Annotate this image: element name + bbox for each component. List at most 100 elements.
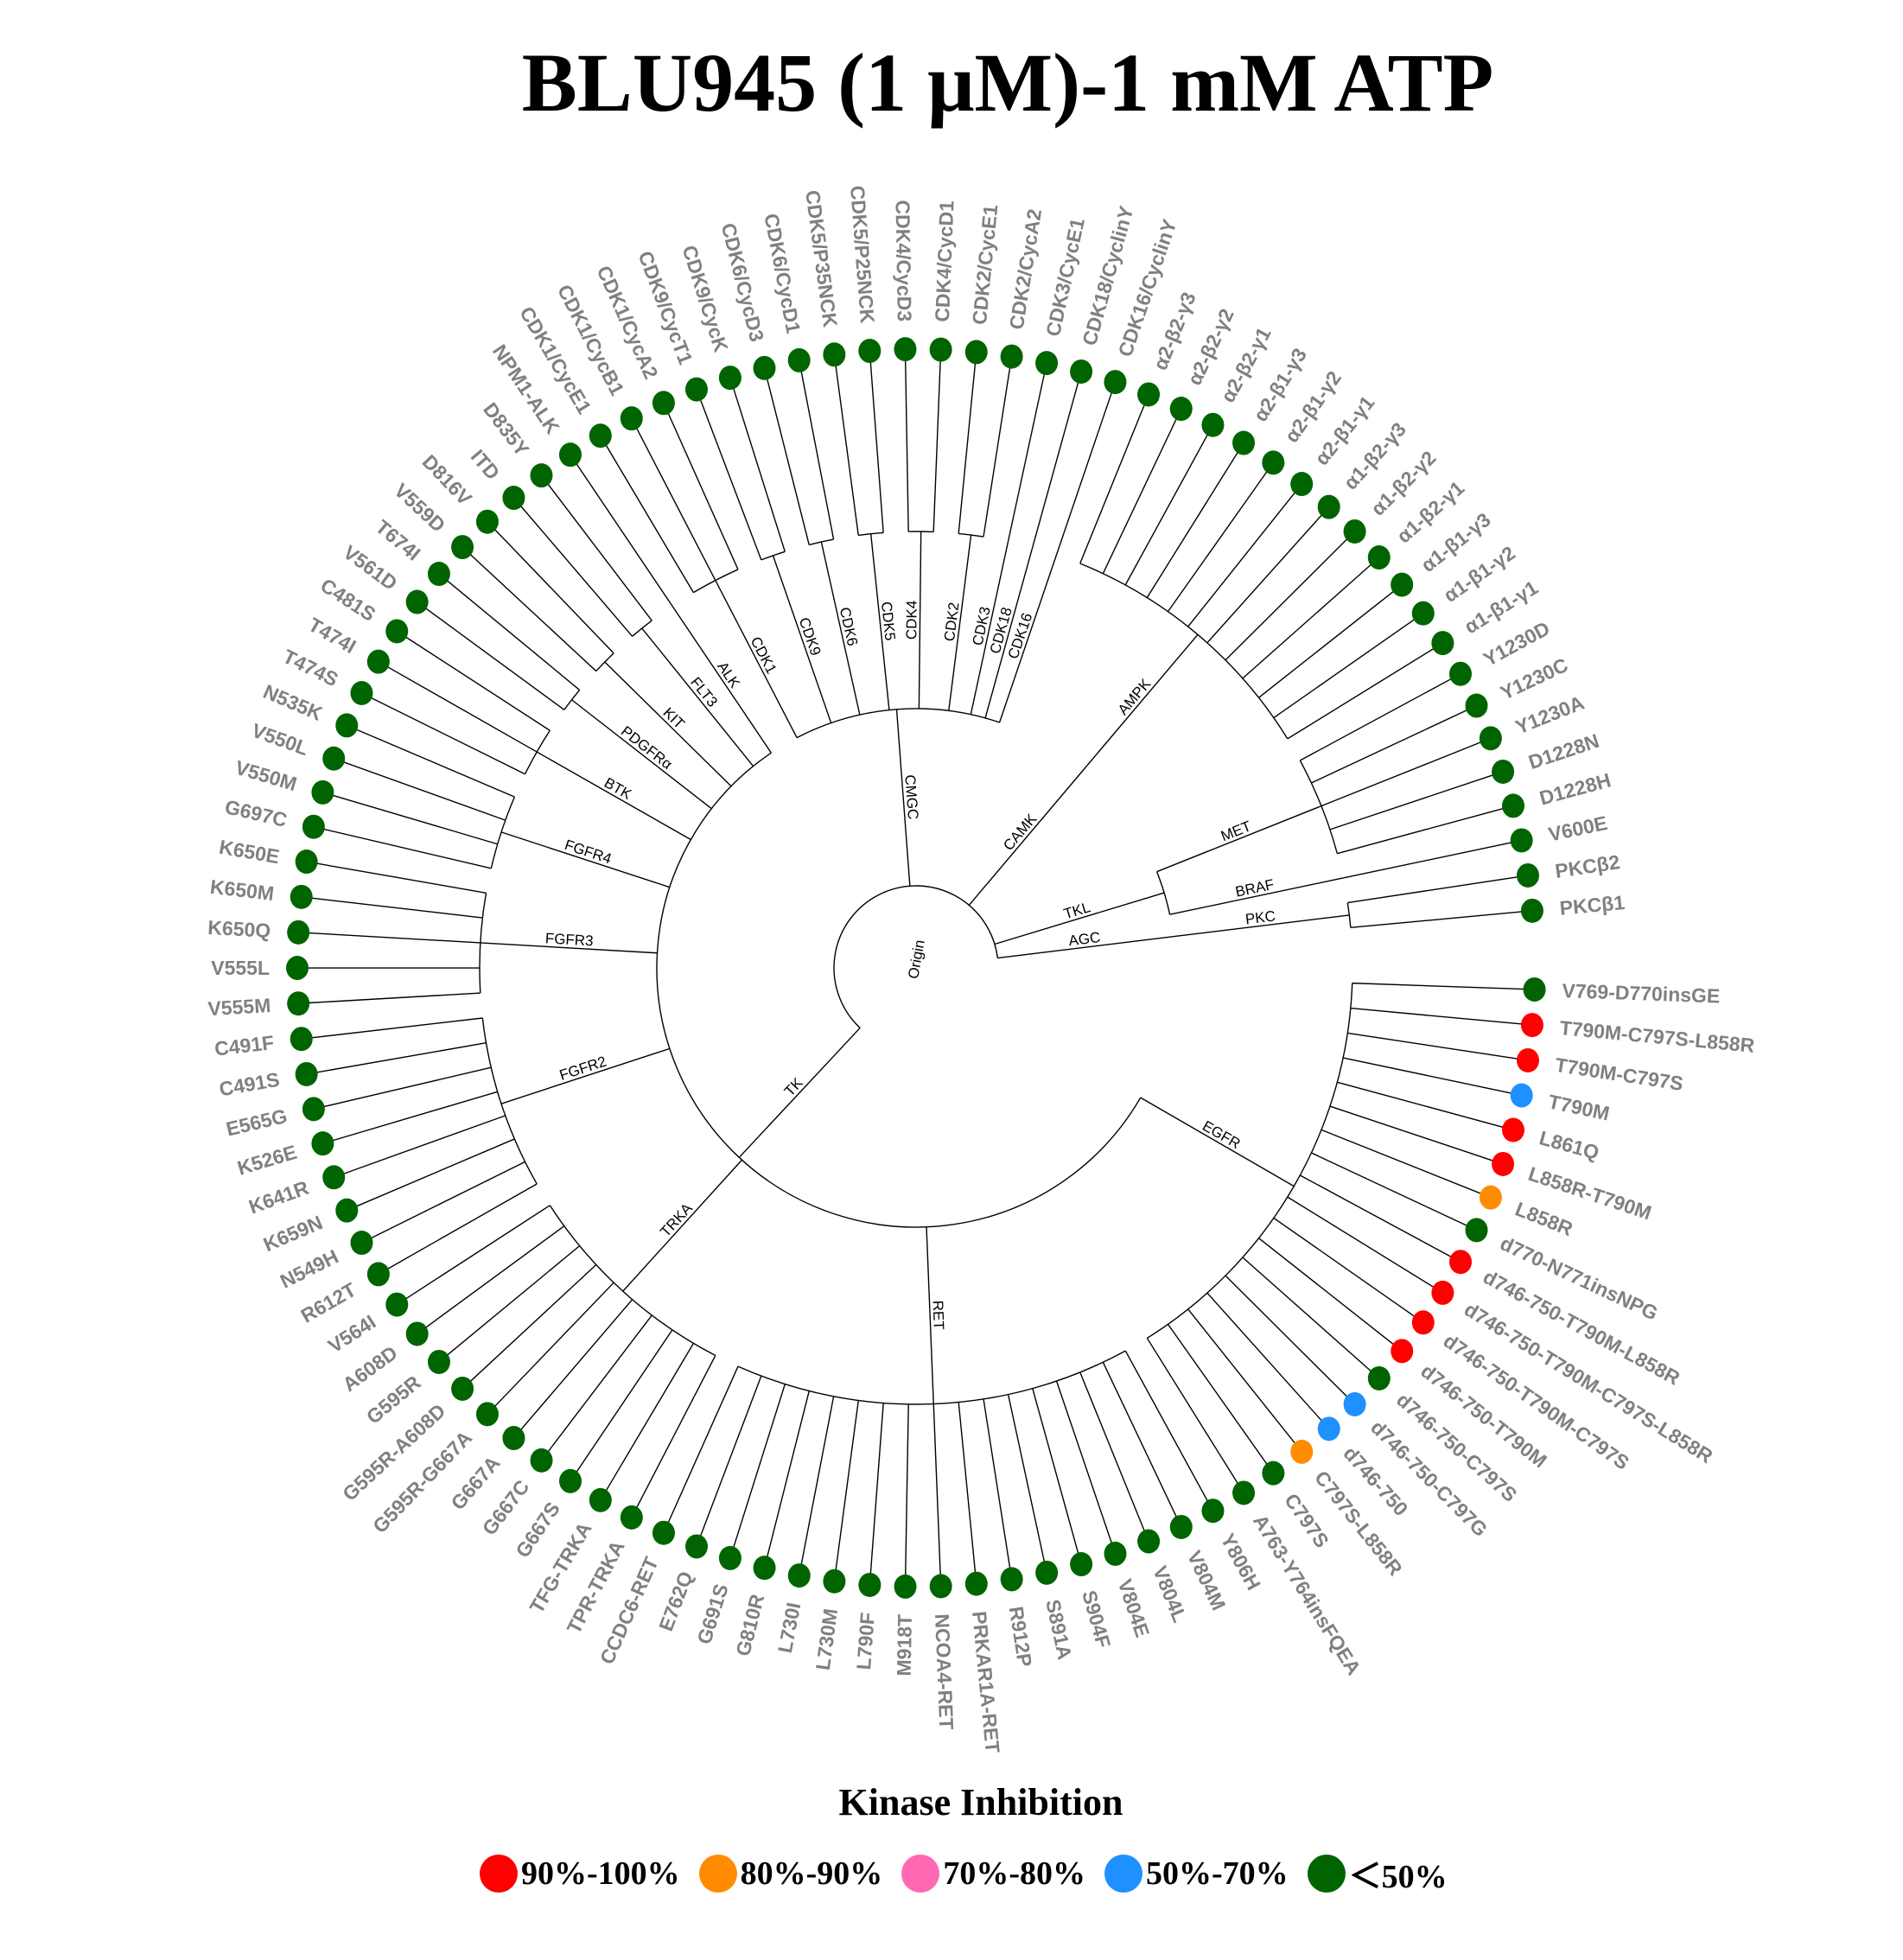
leaf-inhibition-dot [475, 509, 499, 534]
leaf-label: G810R [731, 1592, 768, 1658]
leaf-label: CDK5/P35NCK [801, 188, 842, 328]
leaf-label: L790F [852, 1612, 879, 1670]
leaf-branch [446, 1245, 581, 1356]
family-label-cdk4: CDK4 [903, 601, 920, 640]
leaf-branch [1329, 774, 1493, 830]
family-branch-trka [622, 1159, 742, 1292]
leaf-label: T790M [1546, 1090, 1611, 1124]
leaf-branch [404, 636, 551, 731]
family-branch-pdgfrα [571, 699, 712, 810]
leaf-branch [869, 1403, 884, 1575]
leaf-branch [1206, 1292, 1323, 1422]
leaf-inhibition-dot [1232, 430, 1255, 455]
leaf-inhibition-dot [685, 1534, 709, 1559]
family-branch-fgfr2 [500, 1047, 671, 1104]
leaf-branch [1343, 842, 1512, 879]
leaf-branch [835, 1400, 859, 1571]
leaf-label: T790M-C797S-L858R [1559, 1016, 1756, 1057]
group-label-tkl: TKL [1062, 899, 1092, 922]
leaf-inhibition-dot [894, 337, 917, 362]
family-branch-cdk18 [984, 547, 1034, 719]
leaf-inhibition-dot [286, 956, 309, 981]
leaf-inhibition-dot [1317, 1416, 1340, 1441]
leaf-inhibition-dot [1516, 862, 1539, 888]
leaf-inhibition-dot [1070, 1552, 1093, 1577]
group-node-arc [796, 708, 1000, 739]
leaf-label: G697C [223, 795, 290, 831]
leaf-label: K641R [245, 1176, 312, 1219]
leaf-label: V555L [211, 957, 270, 979]
group-branch-tkl [994, 892, 1165, 945]
leaf-branch [1124, 1350, 1209, 1503]
leaf-branch [1055, 1380, 1113, 1544]
leaf-label: S904F [1078, 1588, 1115, 1650]
leaf-branch [469, 553, 597, 672]
leaf-inhibition-dot [295, 1061, 318, 1086]
group-branch-tk [738, 1027, 861, 1158]
leaf-inhibition-dot [929, 1574, 952, 1599]
leaf-branch [309, 992, 481, 1004]
family-branch-egfr [1140, 1097, 1295, 1187]
family-branch-alk [671, 605, 772, 754]
family-branch-cdk1 [715, 580, 798, 738]
leaf-inhibition-dot [1492, 1151, 1515, 1176]
leaf-branch [576, 1329, 673, 1473]
leaf-label: L858R [1512, 1197, 1576, 1240]
leaf-branch [732, 1384, 786, 1549]
legend-label: 70%-80% [943, 1855, 1085, 1892]
leaf-inhibition-dot [1137, 382, 1161, 407]
family-branch-ret [926, 1226, 934, 1404]
leaf-label: V804L [1149, 1562, 1192, 1626]
leaf-label: K650M [209, 875, 276, 905]
leaf-inhibition-dot [620, 1505, 643, 1530]
leaf-inhibition-dot [1431, 631, 1454, 656]
leaf-branch [576, 462, 673, 607]
leaf-branch [424, 608, 565, 710]
leaf-branch [332, 1091, 498, 1142]
group-node-arc [656, 752, 1142, 1228]
leaf-branch [1258, 1238, 1395, 1346]
leaf-branch [1350, 1007, 1523, 1025]
leaf-inhibition-dot [1070, 359, 1093, 384]
leaf-label: N535K [260, 680, 326, 725]
leaf-inhibition-dot [558, 442, 582, 468]
family-label-fgfr2: FGFR2 [557, 1053, 608, 1084]
family-branch-cdk5 [869, 533, 890, 710]
leaf-branch [766, 1390, 810, 1558]
leaf-inhibition-dot [335, 713, 359, 738]
leaf-inhibition-dot [451, 535, 474, 560]
leaf-branch [1102, 1361, 1178, 1518]
family-branch-kit [604, 661, 732, 787]
leaf-branch [519, 1299, 633, 1431]
leaf-label: L861Q [1537, 1126, 1601, 1164]
leaf-label: V600E [1546, 811, 1609, 846]
leaf-branch [547, 483, 652, 621]
leaf-label: D1228H [1537, 768, 1613, 809]
leaf-label: CDK3/CycE1 [1041, 216, 1089, 339]
leaf-inhibition-dot [427, 562, 450, 587]
leaf-branch [1102, 417, 1178, 574]
leaf-branch [1287, 1196, 1435, 1289]
leaf-branch [800, 1396, 835, 1566]
leaf-label: V769-D770insGE [1562, 979, 1721, 1007]
leaf-label: L730I [773, 1600, 805, 1655]
legend-label: 80%-90% [740, 1855, 883, 1892]
family-label-kit: KIT [659, 704, 687, 732]
family-branch-cdk9 [772, 555, 832, 723]
origin-label: Origin [905, 939, 928, 980]
leaf-inhibition-dot [322, 746, 346, 771]
legend-item-90-100: 90%-100% [480, 1854, 680, 1893]
leaf-branch [1329, 1105, 1493, 1161]
leaf-inhibition-dot [1431, 1280, 1454, 1305]
leaf-label: S891A [1041, 1597, 1076, 1661]
group-label-cmgc: CMGC [901, 774, 921, 820]
leaf-inhibition-dot [335, 1198, 359, 1223]
leaf-branch [904, 360, 909, 532]
leaf-branch [1311, 1152, 1467, 1226]
family-label-pdgfrα: PDGFRα [618, 722, 676, 773]
family-label-fgfr4: FGFR4 [563, 837, 614, 867]
leaf-branch [1350, 911, 1523, 929]
leaf-inhibition-dot [1343, 519, 1366, 544]
leaf-inhibition-dot [302, 814, 325, 839]
leaf-branch [519, 505, 633, 637]
